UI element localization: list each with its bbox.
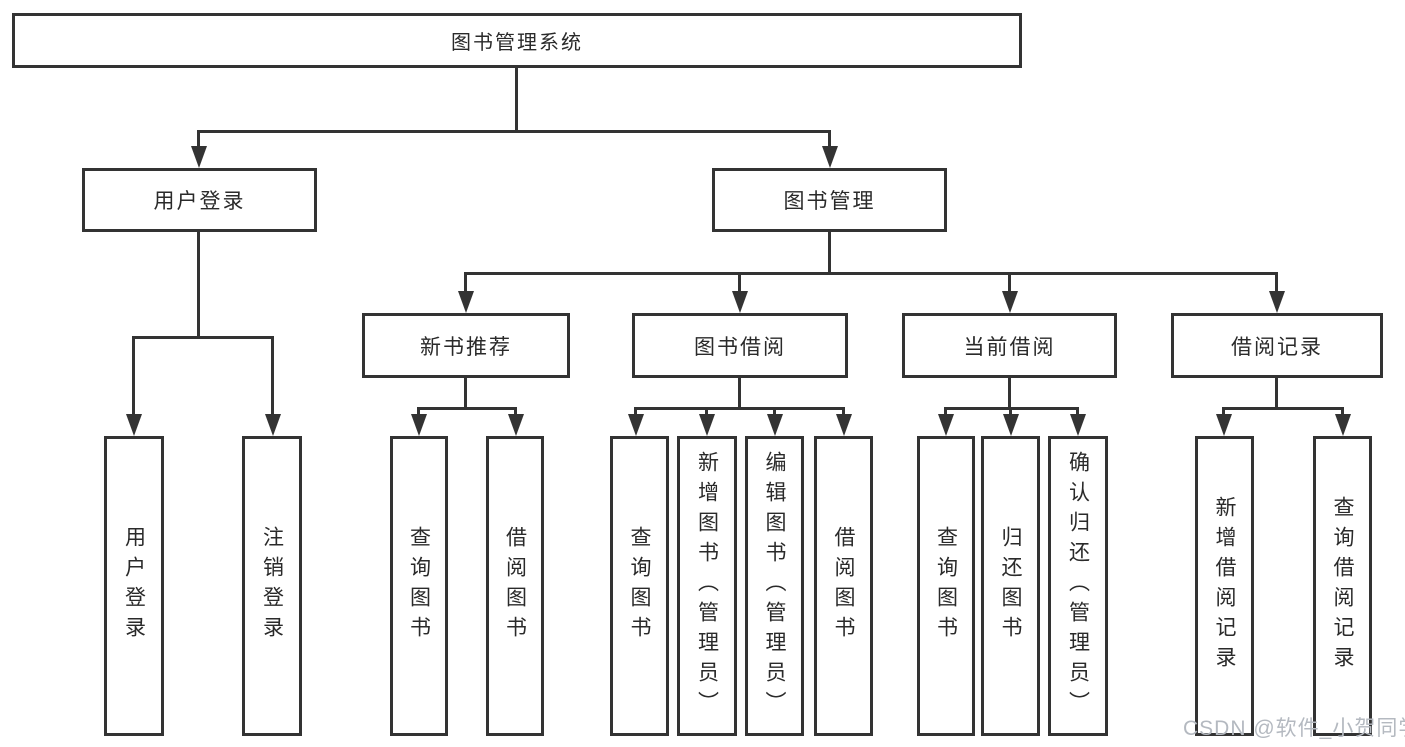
leaf-borrow-books: 借阅图书 <box>814 436 873 736</box>
connector-root-horizontal <box>197 130 831 133</box>
connector-records-stub <box>1275 377 1278 410</box>
connector-borrow-stub <box>738 377 741 410</box>
leaf-add-books-admin-label: 新增图书（管理员） <box>695 451 719 721</box>
connector-recommend-stub <box>464 377 467 410</box>
leaf-recommend-borrow-books-label: 借阅图书 <box>503 526 527 646</box>
leaf-borrow-books-label: 借阅图书 <box>832 526 855 646</box>
leaf-user-login: 用户登录 <box>104 436 164 736</box>
arrow-records-child-2 <box>1334 407 1351 436</box>
node-new-book-recommend-label: 新书推荐 <box>420 335 512 359</box>
connector-book-mgmt-stub <box>828 232 831 275</box>
leaf-confirm-return-admin-label: 确认归还（管理员） <box>1066 451 1090 721</box>
leaf-borrow-query-books: 查询图书 <box>610 436 669 736</box>
arrow-to-current-borrow <box>1001 272 1018 313</box>
leaf-add-borrow-record-label: 新增借阅记录 <box>1213 496 1236 676</box>
node-user-login-label: 用户登录 <box>153 190 246 213</box>
leaf-confirm-return-admin: 确认归还（管理员） <box>1048 436 1108 736</box>
arrow-to-user-login <box>190 130 207 168</box>
leaf-edit-books-admin: 编辑图书（管理员） <box>745 436 804 736</box>
leaf-current-query-books: 查询图书 <box>917 436 975 736</box>
arrow-borrow-child-4 <box>835 407 852 436</box>
connector-user-login-stub <box>197 231 200 339</box>
arrow-current-child-1 <box>937 407 954 436</box>
arrow-to-borrow-records <box>1268 272 1285 313</box>
leaf-recommend-query-books: 查询图书 <box>390 436 448 736</box>
node-borrow-records-label: 借阅记录 <box>1231 335 1323 359</box>
node-borrow-records: 借阅记录 <box>1171 313 1383 378</box>
node-book-management: 图书管理 <box>712 168 947 232</box>
arrow-borrow-child-1 <box>627 407 644 436</box>
node-new-book-recommend: 新书推荐 <box>362 313 570 378</box>
leaf-query-borrow-record-label: 查询借阅记录 <box>1331 496 1354 676</box>
leaf-return-books: 归还图书 <box>981 436 1040 736</box>
arrow-to-new-book-recommend <box>457 272 474 313</box>
connector-borrow-horizontal <box>634 407 845 410</box>
leaf-user-login-label: 用户登录 <box>122 526 146 646</box>
node-book-management-label: 图书管理 <box>783 190 876 213</box>
leaf-query-borrow-record: 查询借阅记录 <box>1313 436 1372 736</box>
leaf-recommend-query-books-label: 查询图书 <box>407 526 431 646</box>
leaf-edit-books-admin-label: 编辑图书（管理员） <box>763 451 786 721</box>
connector-recommend-horizontal <box>417 407 517 410</box>
node-book-borrow-label: 图书借阅 <box>694 335 786 359</box>
connector-records-horizontal <box>1222 407 1344 410</box>
arrow-to-leaf-user-login <box>125 336 142 436</box>
leaf-logout: 注销登录 <box>242 436 302 736</box>
node-root: 图书管理系统 <box>12 13 1022 68</box>
arrow-to-book-borrow <box>731 272 748 313</box>
leaf-add-borrow-record: 新增借阅记录 <box>1195 436 1254 736</box>
node-book-borrow: 图书借阅 <box>632 313 848 378</box>
arrow-to-leaf-logout <box>264 336 281 436</box>
arrow-records-child-1 <box>1215 407 1232 436</box>
arrow-recommend-child-2 <box>507 407 524 436</box>
arrow-borrow-child-2 <box>698 407 715 436</box>
leaf-add-books-admin: 新增图书（管理员） <box>677 436 737 736</box>
watermark: CSDN @软件_小贺同学 <box>1183 717 1405 740</box>
node-current-borrow-label: 当前借阅 <box>963 335 1056 359</box>
arrow-recommend-child-1 <box>410 407 427 436</box>
arrow-current-child-3 <box>1069 407 1086 436</box>
arrow-to-book-management <box>821 130 838 168</box>
connector-book-mgmt-horizontal <box>464 272 1278 275</box>
arrow-borrow-child-3 <box>766 407 783 436</box>
connector-root-stub <box>515 68 518 133</box>
node-root-label: 图书管理系统 <box>451 32 583 54</box>
leaf-return-books-label: 归还图书 <box>999 526 1022 646</box>
node-user-login: 用户登录 <box>82 168 317 232</box>
connector-current-stub <box>1008 377 1011 410</box>
connector-user-login-horizontal <box>132 336 274 339</box>
arrow-current-child-2 <box>1002 407 1019 436</box>
leaf-recommend-borrow-books: 借阅图书 <box>486 436 544 736</box>
leaf-borrow-query-books-label: 查询图书 <box>628 526 651 646</box>
leaf-logout-label: 注销登录 <box>260 526 284 646</box>
node-current-borrow: 当前借阅 <box>902 313 1117 378</box>
leaf-current-query-books-label: 查询图书 <box>934 526 958 646</box>
